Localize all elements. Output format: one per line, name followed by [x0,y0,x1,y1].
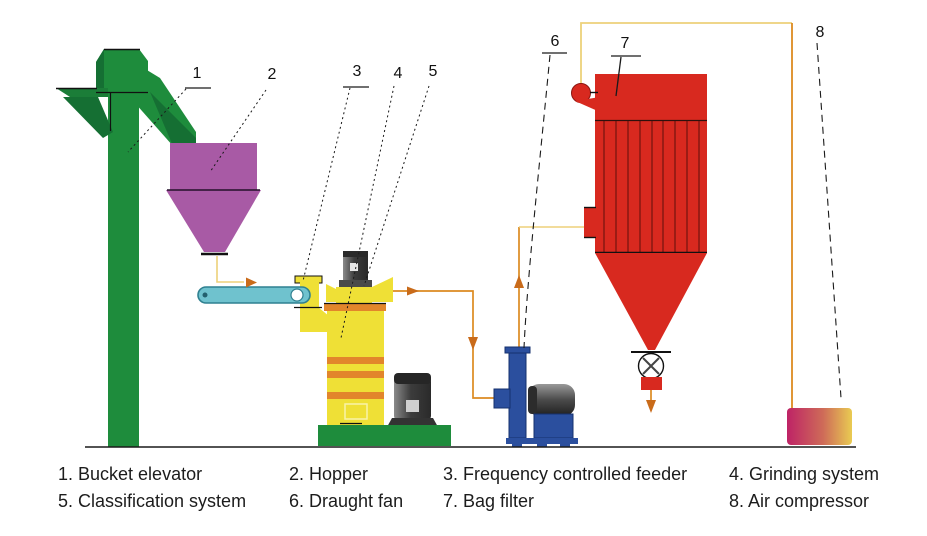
mill-body [327,311,384,427]
mill-motor-window [406,400,419,412]
fan-stack [508,351,527,439]
pulse-valve-bracket [575,97,600,112]
flow-arrow-filter-discharge [646,400,656,413]
fan-foot-2 [537,444,547,447]
mill-motor-cap [394,373,431,384]
fan-foot-3 [560,444,570,447]
filter-bags [603,121,700,252]
flow-arrows [246,275,656,413]
rotary-valve [637,352,665,380]
callout-4: 4 [393,65,403,82]
pipe-air-left [580,22,792,84]
hopper [166,143,261,256]
mill-band-3 [327,392,384,399]
callout-2: 2 [267,66,277,83]
pipe-hopper-to-feeder [216,256,244,283]
legend-item-hopper: 2. Hopper [289,464,369,484]
feeder-drive-dot [202,292,208,298]
legend-item-frequency-feeder: 3. Frequency controlled feeder [443,464,688,484]
fan-rail [506,438,578,444]
classifier-outlet-wing [372,277,393,302]
flow-arrow-mill-out [407,286,419,296]
bucket-elevator [56,48,196,447]
flow-arrow-down-to-fan [468,337,478,350]
legend-item-air-compressor: 8. Air compressor [729,491,870,511]
legend-item-draught-fan: 6. Draught fan [289,491,404,511]
mill-band-2 [327,371,384,378]
callout-1: 1 [192,65,202,82]
fan-foot-1 [512,444,522,447]
filter-body [595,74,707,253]
draught-fan [493,346,578,447]
callout-3: 3 [352,63,362,80]
classifier-motor-window [350,263,358,271]
leader-5 [363,85,430,287]
fan-inlet [493,388,511,409]
flow-arrow-feeder [246,277,257,288]
callout-leaders [127,42,842,399]
filter-inlet-nozzle [584,207,596,238]
mill-band-1 [327,357,384,364]
feeder-tube [197,286,311,304]
flow-arrow-up-to-filter [514,275,524,288]
compressor-body [787,408,852,445]
equipment-base [318,425,451,446]
fan-motor-end [528,386,537,414]
leader-3 [302,87,351,282]
fan-motor [528,384,575,416]
classifier-motor-flange [339,280,372,287]
callout-8: 8 [815,24,825,41]
leader-2 [209,89,267,173]
feeder-end-cap [290,288,304,302]
legend-item-classification-system: 5. Classification system [58,491,247,511]
filter-discharge-box [641,377,662,390]
classifier-left-wing [326,284,336,302]
classifier-housing [336,287,372,303]
filter-cone [595,253,707,350]
legend-item-grinding-system: 4. Grinding system [729,464,880,484]
fan-base [533,413,574,439]
elevator-head-facet [96,49,104,92]
mill-motor-body [394,378,431,420]
elevator-boot-chute [63,97,113,138]
mill-door [344,403,368,420]
leader-6 [523,54,551,349]
elevator-spout-facet [150,92,196,146]
grinding-system [318,302,451,446]
hopper-cone [166,190,261,252]
callout-7: 7 [620,35,630,52]
elevator-boot-bar [56,88,108,97]
air-compressor [787,408,852,445]
callout-6: 6 [550,33,560,50]
fan-stack-flange [504,346,531,354]
elevator-column [108,90,139,447]
chute-lower [300,307,335,332]
leader-7 [615,56,622,97]
mill-motor-skirt [387,418,438,427]
leader-8 [816,42,842,399]
bag-filter [571,74,707,390]
legend-item-bag-filter: 7. Bag filter [443,491,535,511]
callout-5: 5 [428,63,438,80]
frequency-controlled-feeder [197,286,311,304]
legend-item-bucket-elevator: 1. Bucket elevator [58,464,203,484]
leader-1 [127,88,187,153]
mill-top-flange [324,303,386,311]
classifier-motor-cap [343,251,368,257]
hopper-body [170,143,257,190]
